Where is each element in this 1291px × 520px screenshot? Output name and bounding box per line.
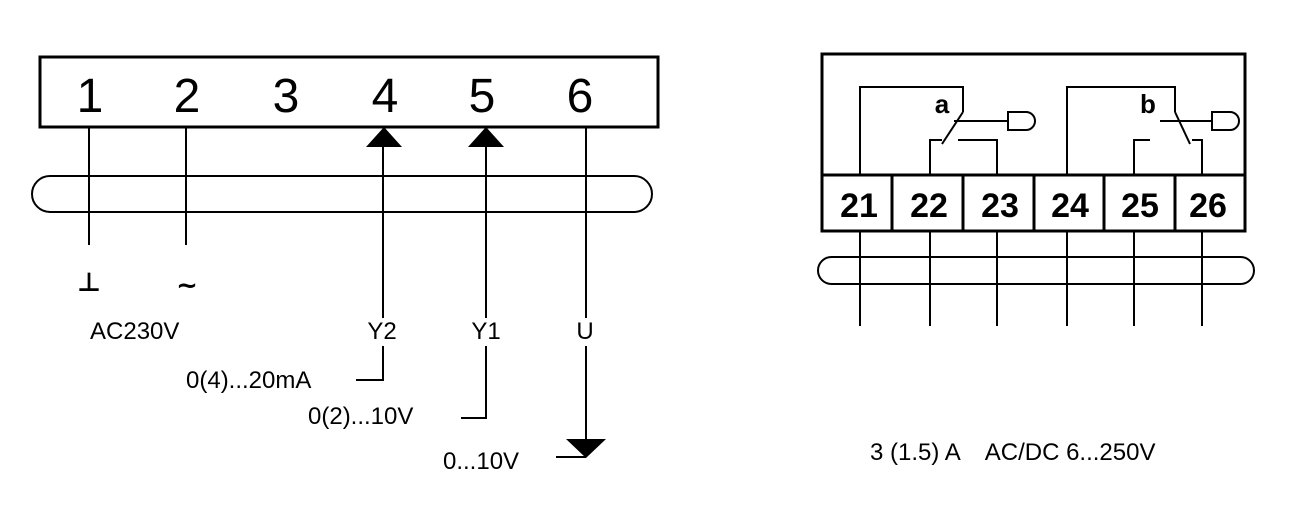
switch-a-contact [941, 111, 964, 145]
switch-a-common-wire [859, 86, 964, 175]
arrow-up-icon [366, 127, 402, 147]
switch-a: a [859, 86, 1036, 175]
terminal-number-6: 6 [567, 70, 594, 123]
y2-range-label: 0(4)...20mA [186, 367, 311, 394]
switch-b-common-wire [1066, 86, 1176, 175]
terminal-number-24: 24 [1051, 187, 1089, 225]
y2-label: Y2 [367, 318, 396, 345]
left-wiring-diagram: 1 2 3 4 5 6 ⊥ ~ AC230V Y2 Y1 U 0(4)...20… [31, 55, 660, 475]
terminal-number-1: 1 [77, 70, 104, 123]
u-label: U [576, 318, 593, 345]
y1-range-label: 0(2)...10V [308, 403, 413, 430]
terminal-number-3: 3 [273, 70, 300, 123]
left-terminal-block [38, 55, 660, 129]
switch-a-nc-wire [929, 139, 942, 175]
supply-voltage-label: AC230V [90, 318, 179, 345]
terminal-number-4: 4 [372, 70, 399, 123]
switch-b-cam-icon [1211, 111, 1240, 131]
switch-a-cam-icon [1007, 111, 1036, 131]
ground-symbol-icon: ⊥ [77, 268, 101, 298]
arrow-up-icon [468, 127, 504, 147]
ac-symbol-icon: ~ [176, 271, 198, 301]
terminal-number-26: 26 [1189, 187, 1227, 225]
switch-a-label: a [935, 89, 950, 119]
left-cable-sheath [31, 175, 653, 213]
switch-b: b [1066, 86, 1240, 175]
switch-b-no-wire [1133, 139, 1150, 175]
right-cable-sheath [817, 256, 1255, 285]
y2-range-lead [356, 346, 384, 381]
terminal-number-25: 25 [1121, 187, 1159, 225]
y1-label: Y1 [471, 318, 500, 345]
u-range-label: 0...10V [443, 448, 519, 475]
terminal-number-5: 5 [469, 70, 496, 123]
switch-b-nc-wire [1192, 139, 1203, 175]
right-switch-diagram: 21 22 23 24 25 26 a b [817, 52, 1255, 466]
switch-rating-label: 3 (1.5) A AC/DC 6...250V [870, 439, 1155, 466]
switch-a-no-wire [958, 139, 998, 175]
switch-b-contact [1174, 111, 1191, 145]
terminal-number-2: 2 [174, 70, 201, 123]
terminal-number-21: 21 [840, 187, 878, 225]
terminal-number-23: 23 [981, 187, 1019, 225]
y1-range-lead [461, 346, 487, 419]
arrow-down-icon [566, 439, 606, 458]
switch-b-label: b [1140, 89, 1156, 119]
terminal-number-22: 22 [910, 187, 948, 225]
switch-housing [820, 52, 1247, 175]
